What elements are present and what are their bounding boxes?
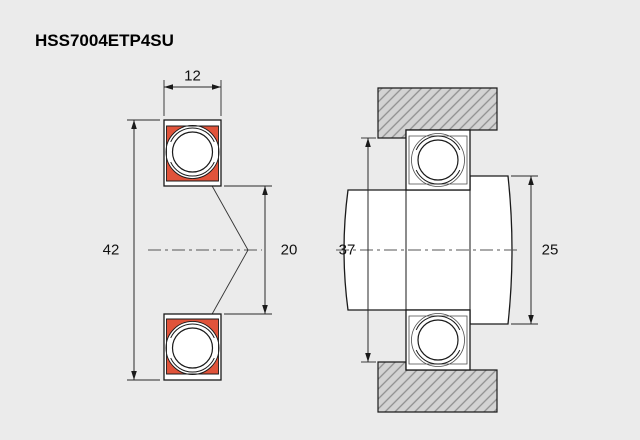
contact-angle-line-upper bbox=[210, 183, 249, 251]
ring-section-top bbox=[163, 119, 222, 187]
cross-section-view: 12 42 20 bbox=[103, 68, 298, 381]
mounted-cage-bottom bbox=[408, 313, 468, 367]
ball-bottom bbox=[171, 327, 214, 369]
dim-shaft-shoulder: 25 bbox=[511, 175, 559, 325]
dim-25-arrow-bottom bbox=[528, 315, 534, 324]
dim-bore-arrow-bottom bbox=[262, 305, 268, 314]
contact-angle-line-lower bbox=[210, 249, 249, 317]
cage-bottom bbox=[165, 318, 220, 375]
outer-raceway-bottom bbox=[170, 357, 215, 373]
dim-bore: 20 bbox=[224, 185, 298, 315]
contact-angle-lines bbox=[210, 183, 249, 317]
mounting-view: 37 25 bbox=[336, 87, 559, 413]
cage-top bbox=[165, 125, 220, 182]
mounted-raceway-bottom-outer bbox=[415, 349, 461, 365]
mounted-ball-bottom bbox=[417, 319, 459, 361]
dim-outer-diameter: 42 bbox=[103, 119, 160, 381]
dim-bore-arrow-top bbox=[262, 186, 268, 195]
dim-25-label: 25 bbox=[542, 242, 559, 259]
dim-od-arrow-top bbox=[131, 120, 137, 129]
mounted-bearing-bottom bbox=[405, 309, 471, 371]
inner-raceway-bottom bbox=[170, 323, 215, 339]
mounted-raceway-bottom-inner bbox=[415, 315, 461, 331]
dim-width-label: 12 bbox=[184, 68, 201, 85]
dim-width-arrow-right bbox=[212, 84, 221, 90]
dim-37-arrow-bottom bbox=[365, 353, 371, 362]
dim-od-label: 42 bbox=[103, 242, 120, 259]
mounted-raceway-top-inner bbox=[415, 169, 461, 185]
mounted-cage-top bbox=[408, 133, 468, 187]
dim-width: 12 bbox=[163, 68, 222, 116]
dim-width-arrow-left bbox=[164, 84, 173, 90]
ball-top bbox=[171, 131, 214, 173]
ring-section-bottom bbox=[163, 313, 222, 381]
dim-25-arrow-top bbox=[528, 176, 534, 185]
mounted-bearing-top bbox=[405, 129, 471, 191]
drawing-title: HSS7004ETP4SU bbox=[35, 31, 174, 50]
outer-raceway-top bbox=[170, 127, 215, 143]
dim-37-arrow-top bbox=[365, 138, 371, 147]
dim-37-label: 37 bbox=[339, 242, 356, 259]
mounted-ball-top bbox=[417, 139, 459, 181]
mounted-raceway-top-outer bbox=[415, 135, 461, 151]
inner-raceway-top bbox=[170, 161, 215, 177]
dim-od-arrow-bottom bbox=[131, 371, 137, 380]
dim-housing-shoulder: 37 bbox=[339, 137, 376, 363]
dim-bore-label: 20 bbox=[281, 242, 298, 259]
